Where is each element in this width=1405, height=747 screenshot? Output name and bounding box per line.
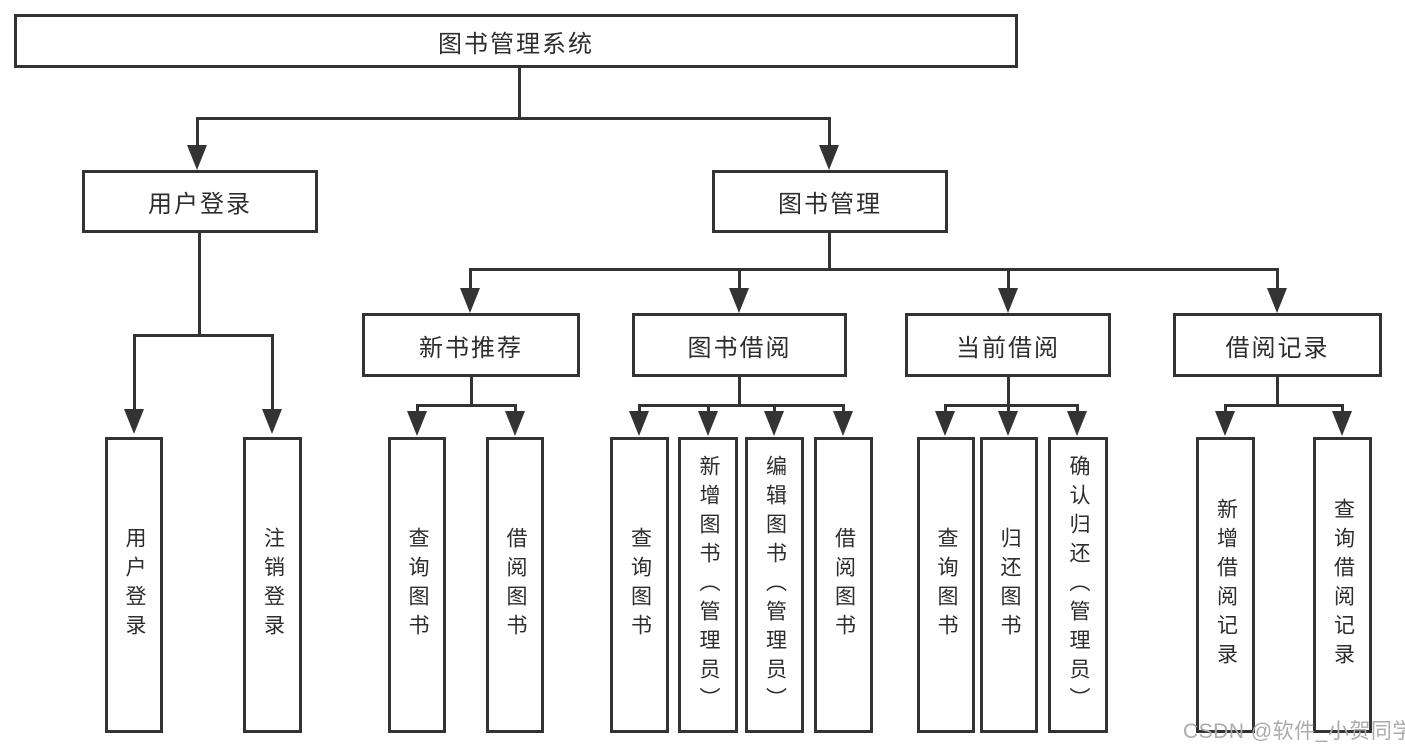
arrow-down-icon bbox=[187, 145, 207, 170]
connector-line bbox=[638, 404, 641, 416]
connector-line bbox=[1007, 268, 1010, 291]
connector-line bbox=[828, 117, 831, 149]
node-leaf-query-books-3: 查询图书 bbox=[917, 437, 975, 733]
connector-line bbox=[514, 404, 517, 416]
node-leaf-borrow-books-1-label: 借阅图书 bbox=[504, 527, 527, 643]
connector-line bbox=[828, 233, 831, 271]
connector-line bbox=[469, 268, 472, 291]
node-leaf-logout: 注销登录 bbox=[243, 437, 302, 733]
arrow-down-icon bbox=[998, 288, 1018, 313]
node-leaf-user-login: 用户登录 bbox=[105, 437, 163, 733]
node-leaf-borrow-books-2-label: 借阅图书 bbox=[832, 527, 856, 643]
node-leaf-query-borrow-record-label: 查询借阅记录 bbox=[1331, 498, 1355, 672]
arrow-down-icon bbox=[1332, 411, 1352, 436]
connector-line bbox=[198, 233, 201, 336]
node-leaf-add-books-admin: 新增图书（管理员） bbox=[678, 437, 738, 733]
arrow-down-icon bbox=[262, 409, 282, 434]
node-leaf-user-login-label: 用户登录 bbox=[123, 527, 146, 643]
connector-line bbox=[133, 334, 136, 411]
connector-line bbox=[638, 404, 845, 407]
node-user-login-label: 用户登录 bbox=[148, 191, 252, 218]
arrow-down-icon bbox=[998, 411, 1018, 436]
arrow-down-icon bbox=[819, 145, 839, 170]
node-leaf-add-borrow-record: 新增借阅记录 bbox=[1196, 437, 1255, 733]
arrow-down-icon bbox=[698, 411, 718, 436]
node-book-borrowing-label: 图书借阅 bbox=[687, 334, 792, 362]
node-leaf-query-borrow-record: 查询借阅记录 bbox=[1313, 437, 1372, 733]
arrow-down-icon bbox=[629, 411, 649, 436]
node-leaf-return-books-label: 归还图书 bbox=[998, 527, 1021, 643]
connector-line bbox=[1007, 377, 1010, 407]
arrow-down-icon bbox=[460, 288, 480, 313]
node-leaf-edit-books-admin: 编辑图书（管理员） bbox=[745, 437, 804, 733]
node-book-borrowing: 图书借阅 bbox=[632, 313, 847, 377]
node-borrowing-records: 借阅记录 bbox=[1173, 313, 1382, 377]
connector-line bbox=[944, 404, 1078, 407]
csdn-watermark: CSDN @软件_小贺同学 bbox=[1183, 720, 1405, 743]
node-book-management: 图书管理 bbox=[712, 170, 948, 233]
node-leaf-confirm-return-admin-label: 确认归还（管理员） bbox=[1067, 454, 1090, 716]
connector-line bbox=[470, 377, 473, 407]
arrow-down-icon bbox=[1067, 411, 1087, 436]
connector-line bbox=[469, 268, 1279, 271]
arrow-down-icon bbox=[1215, 411, 1235, 436]
node-new-book-recommend: 新书推荐 bbox=[362, 313, 580, 377]
connector-line bbox=[1224, 404, 1344, 407]
node-leaf-borrow-books-1: 借阅图书 bbox=[486, 437, 544, 733]
arrow-down-icon bbox=[407, 411, 427, 436]
arrow-down-icon bbox=[729, 288, 749, 313]
connector-line bbox=[1007, 404, 1010, 416]
node-leaf-add-borrow-record-label: 新增借阅记录 bbox=[1214, 498, 1238, 672]
connector-line bbox=[196, 117, 199, 149]
connector-line bbox=[416, 404, 419, 416]
arrow-down-icon bbox=[124, 409, 144, 434]
node-book-management-label: 图书管理 bbox=[778, 191, 882, 218]
node-leaf-return-books: 归还图书 bbox=[980, 437, 1038, 733]
node-user-login: 用户登录 bbox=[82, 170, 318, 233]
arrow-down-icon bbox=[764, 411, 784, 436]
node-leaf-confirm-return-admin: 确认归还（管理员） bbox=[1048, 437, 1108, 733]
node-leaf-borrow-books-2: 借阅图书 bbox=[814, 437, 873, 733]
connector-line bbox=[1341, 404, 1344, 416]
connector-line bbox=[842, 404, 845, 416]
arrow-down-icon bbox=[833, 411, 853, 436]
node-leaf-query-books-2-label: 查询图书 bbox=[628, 527, 652, 643]
node-leaf-logout-label: 注销登录 bbox=[261, 527, 285, 643]
node-borrowing-records-label: 借阅记录 bbox=[1225, 334, 1330, 362]
connector-line bbox=[738, 268, 741, 291]
connector-line bbox=[1276, 377, 1279, 407]
node-leaf-add-books-admin-label: 新增图书（管理员） bbox=[697, 454, 720, 716]
node-new-book-recommend-label: 新书推荐 bbox=[419, 334, 523, 362]
node-leaf-edit-books-admin-label: 编辑图书（管理员） bbox=[763, 454, 787, 716]
node-leaf-query-books-1: 查询图书 bbox=[388, 437, 446, 733]
connector-line bbox=[944, 404, 947, 416]
connector-line bbox=[133, 334, 273, 337]
node-current-borrowing: 当前借阅 bbox=[905, 313, 1111, 377]
node-library-system-label: 图书管理系统 bbox=[438, 30, 594, 58]
node-leaf-query-books-3-label: 查询图书 bbox=[935, 527, 958, 643]
connector-line bbox=[1224, 404, 1227, 416]
arrow-down-icon bbox=[935, 411, 955, 436]
connector-line bbox=[738, 377, 741, 407]
connector-line bbox=[197, 117, 831, 120]
node-leaf-query-books-2: 查询图书 bbox=[610, 437, 669, 733]
connector-line bbox=[773, 404, 776, 416]
connector-line bbox=[416, 404, 517, 407]
arrow-down-icon bbox=[1267, 288, 1287, 313]
connector-line bbox=[518, 66, 521, 119]
arrow-down-icon bbox=[505, 411, 525, 436]
node-current-borrowing-label: 当前借阅 bbox=[956, 334, 1060, 362]
connector-line bbox=[1076, 404, 1079, 416]
connector-line bbox=[707, 404, 710, 416]
connector-line bbox=[271, 334, 274, 411]
node-library-system: 图书管理系统 bbox=[14, 14, 1018, 68]
node-leaf-query-books-1-label: 查询图书 bbox=[406, 527, 429, 643]
connector-line bbox=[1276, 268, 1279, 291]
